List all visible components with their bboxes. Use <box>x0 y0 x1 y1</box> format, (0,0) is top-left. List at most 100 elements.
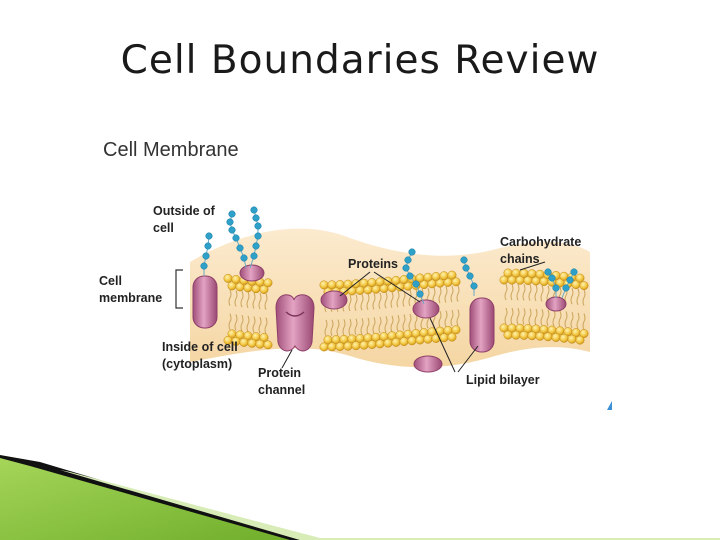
carbohydrate-bead <box>204 242 212 250</box>
lipid-tail-outer <box>510 283 514 301</box>
lipid-head-outer <box>423 272 433 282</box>
lipid-tail-outer <box>258 292 262 310</box>
lipid-tail-outer <box>576 288 580 306</box>
lipid-head-inner <box>423 334 433 344</box>
lipid-tail-inner <box>576 312 580 330</box>
protein-small-top-left <box>239 264 265 282</box>
lipid-tail-inner <box>528 308 532 325</box>
carbohydrate-bead <box>462 264 470 272</box>
black-swoosh-line <box>0 455 300 540</box>
lipid-tail-outer <box>456 285 460 302</box>
lipid-tail-outer <box>240 290 244 308</box>
label-proteins: Proteins <box>348 257 398 271</box>
lipid-tail-inner <box>414 313 418 330</box>
lipid-tail-inner <box>510 307 514 325</box>
lipid-head-inner <box>319 342 329 352</box>
lipid-tail-outer <box>354 294 358 311</box>
lipid-tail-inner <box>516 308 520 325</box>
lipid-tail-inner <box>372 317 376 334</box>
lipid-tail-inner <box>228 313 232 330</box>
carbohydrate-bead <box>460 256 468 264</box>
leader-lines <box>281 261 546 373</box>
lipid-tail-inner <box>504 307 508 325</box>
lipid-tail-outer <box>540 285 544 302</box>
lipid-head-inner <box>359 340 369 350</box>
protein-left-transmembrane <box>192 275 218 329</box>
lipid-tail-inner <box>438 310 442 328</box>
lipid-head-inner <box>559 333 569 343</box>
lipid-tail-inner <box>324 319 328 337</box>
lipid-tail-inner <box>540 309 544 326</box>
carbohydrate-bead <box>566 276 574 284</box>
lipid-tail-inner <box>582 313 586 330</box>
lipid-head-outer <box>263 278 273 288</box>
lipid-tail-inner <box>558 310 562 328</box>
lipid-tail-inner <box>390 315 394 332</box>
carbohydrate-bead <box>416 290 424 298</box>
lipid-head-inner <box>451 325 461 335</box>
lipid-tail-outer <box>528 284 532 301</box>
lipid-tail-outer <box>438 286 442 304</box>
lipid-heads <box>223 268 589 352</box>
lipid-head-inner <box>247 338 257 348</box>
protein-bottom <box>413 355 443 373</box>
label-membrane-line2: membrane <box>99 291 162 305</box>
carbohydrate-bead <box>200 262 208 270</box>
lipid-tail-outer <box>450 285 454 303</box>
carbohydrate-bead <box>402 264 410 272</box>
lipid-head-inner <box>535 331 545 341</box>
lipid-tail-inner <box>546 309 550 327</box>
carbohydrate-bead <box>470 282 478 290</box>
label-inside-line2: (cytoplasm) <box>162 357 232 371</box>
lipid-tail-outer <box>396 291 400 308</box>
carbohydrate-bead <box>250 206 258 214</box>
lipid-head-outer <box>259 285 269 294</box>
lipid-tail-inner <box>258 316 262 334</box>
lipid-head-outer <box>439 271 449 281</box>
lipid-tail-inner <box>564 311 568 328</box>
lipid-head-inner <box>259 333 269 342</box>
lipid-head-outer <box>327 280 337 290</box>
lipid-tail-outer <box>402 290 406 307</box>
lipid-tail-outer <box>516 284 520 301</box>
lipid-tail-inner <box>336 319 340 336</box>
lipid-tail-inner <box>402 314 406 331</box>
lipid-head-inner <box>263 340 273 350</box>
lipid-tail-inner <box>450 309 454 327</box>
lipid-tail-inner <box>330 319 334 337</box>
lipid-head-inner <box>343 341 353 351</box>
carbohydrate-bead <box>404 256 412 264</box>
lipid-head-outer <box>519 268 529 278</box>
lipid-tail-inner <box>534 308 538 326</box>
label-inside-line1: Inside of cell <box>162 340 238 354</box>
lipid-tail-outer <box>264 293 268 310</box>
lipid-head-outer <box>335 280 345 289</box>
label-channel-line2: channel <box>258 383 305 397</box>
lipid-tail-outer <box>360 294 364 311</box>
lipid-tail-inner <box>252 316 256 333</box>
carbohydrate-bead <box>240 254 248 262</box>
label-outside-line2: cell <box>153 221 174 235</box>
protein-right-transmembrane <box>469 297 495 353</box>
lipid-head-inner <box>447 332 457 342</box>
lipid-head-inner <box>383 338 393 348</box>
lipid-head-outer <box>527 269 537 279</box>
lipid-head-outer <box>503 268 513 278</box>
lipid-tail-outer <box>372 293 376 310</box>
lipid-head-inner <box>527 331 537 341</box>
lipid-head-inner <box>367 340 377 350</box>
lipid-tail-outer <box>504 283 508 301</box>
lipid-tail-outer <box>414 289 418 306</box>
carbohydrate-bead <box>236 244 244 252</box>
lipid-tail-inner <box>348 318 352 336</box>
diagram-title: Cell Membrane <box>103 139 239 161</box>
lipid-head-inner <box>567 334 577 344</box>
lipid-tail-outer <box>582 289 586 306</box>
carbohydrate-bead <box>412 280 420 288</box>
lipid-tail-inner <box>408 313 412 331</box>
carbohydrate-bead <box>408 248 416 256</box>
lipid-tail-inner <box>396 315 400 332</box>
lipid-head-outer <box>447 270 457 280</box>
lipid-head-outer <box>319 280 329 290</box>
carbohydrate-bead <box>548 274 556 282</box>
